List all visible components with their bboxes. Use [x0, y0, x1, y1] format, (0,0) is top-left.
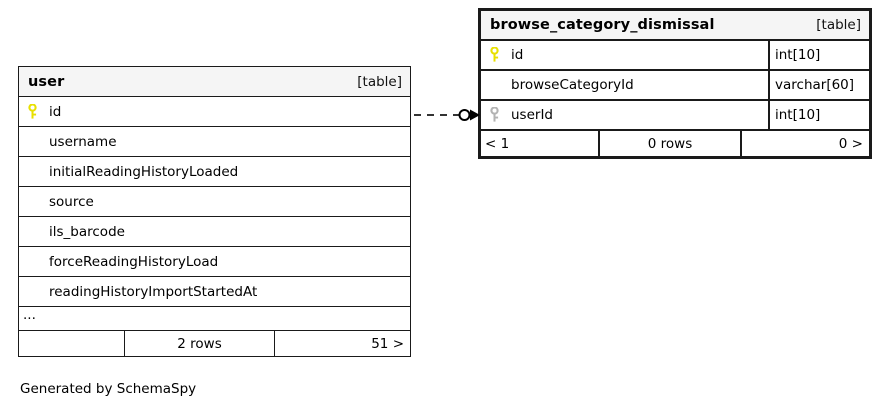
column-type: int[10] — [775, 107, 821, 123]
table-row[interactable]: ils_barcode — [19, 217, 410, 247]
more-columns-ellipsis-row: ... — [19, 307, 410, 331]
primary-key-icon — [27, 103, 47, 121]
relationship-connector-user-id-to-browse-category-dismissal-userid — [414, 109, 480, 121]
footer-parent-count-browse-category-dismissal: < 1 — [485, 135, 510, 152]
footer-child-count-browse-category-dismissal: 0 > — [838, 135, 863, 152]
table-row[interactable]: id — [19, 97, 410, 127]
table-row[interactable]: forceReadingHistoryLoad — [19, 247, 410, 277]
table-card-browse-category-dismissal[interactable]: browse_category_dismissal [table] id int… — [478, 8, 872, 159]
column-name-cell: id — [19, 97, 410, 126]
table-row[interactable]: readingHistoryImportStartedAt — [19, 277, 410, 307]
no-key-icon — [27, 223, 47, 241]
column-label: ils_barcode — [49, 223, 125, 240]
column-type: int[10] — [775, 47, 821, 63]
footer-row-count-user: 2 rows — [124, 331, 275, 356]
no-key-icon — [27, 253, 47, 271]
column-name-cell: username — [19, 127, 410, 156]
column-name-cell: browseCategoryId — [481, 71, 768, 99]
table-header-user: user [table] — [19, 67, 410, 97]
column-name-cell: id — [481, 41, 768, 69]
table-title-browse-category-dismissal: browse_category_dismissal — [490, 17, 715, 33]
column-name-cell: ils_barcode — [19, 217, 410, 246]
column-label: id — [49, 103, 62, 120]
column-type-cell: int[10] — [768, 41, 869, 69]
footer-parent-count-user — [19, 331, 124, 356]
generated-by-caption: Generated by SchemaSpy — [20, 381, 197, 397]
table-row[interactable]: userId int[10] — [481, 101, 869, 131]
column-label: username — [49, 133, 117, 150]
column-type: varchar[60] — [775, 77, 855, 93]
no-key-icon — [27, 163, 47, 181]
no-key-icon — [27, 193, 47, 211]
column-name-cell: forceReadingHistoryLoad — [19, 247, 410, 276]
column-name-cell: userId — [481, 101, 768, 129]
zero-or-one-circle-marker — [458, 109, 471, 121]
table-title-user: user — [28, 73, 65, 90]
column-type-cell: varchar[60] — [768, 71, 869, 99]
column-name-cell: initialReadingHistoryLoaded — [19, 157, 410, 186]
primary-key-icon — [489, 46, 509, 64]
no-key-icon — [489, 76, 509, 94]
table-kind-label-browse-category-dismissal: [table] — [816, 17, 861, 33]
no-key-icon — [27, 283, 47, 301]
table-footer-user: 2 rows 51 > — [19, 331, 410, 356]
column-label: userId — [511, 107, 553, 123]
column-label: readingHistoryImportStartedAt — [49, 283, 258, 300]
foreign-key-icon — [489, 106, 509, 124]
table-row[interactable]: source — [19, 187, 410, 217]
column-label: id — [511, 47, 524, 63]
table-card-user[interactable]: user [table] id username — [18, 66, 411, 357]
table-row[interactable]: id int[10] — [481, 41, 869, 71]
column-label: initialReadingHistoryLoaded — [49, 163, 239, 180]
column-label: forceReadingHistoryLoad — [49, 253, 219, 270]
table-kind-label-user: [table] — [357, 73, 402, 90]
column-label: browseCategoryId — [511, 77, 634, 93]
column-name-cell: readingHistoryImportStartedAt — [19, 277, 410, 306]
table-row[interactable]: initialReadingHistoryLoaded — [19, 157, 410, 187]
footer-row-count-browse-category-dismissal: 0 rows — [598, 131, 742, 156]
no-key-icon — [27, 133, 47, 151]
table-row[interactable]: browseCategoryId varchar[60] — [481, 71, 869, 101]
column-name-cell: source — [19, 187, 410, 216]
column-type-cell: int[10] — [768, 101, 869, 129]
table-header-browse-category-dismissal: browse_category_dismissal [table] — [481, 11, 869, 41]
table-footer-browse-category-dismissal: < 1 0 rows 0 > — [481, 131, 869, 156]
column-label: source — [49, 193, 94, 210]
ellipsis-label: ... — [23, 306, 36, 323]
footer-child-count-user: 51 > — [371, 335, 404, 352]
table-row[interactable]: username — [19, 127, 410, 157]
